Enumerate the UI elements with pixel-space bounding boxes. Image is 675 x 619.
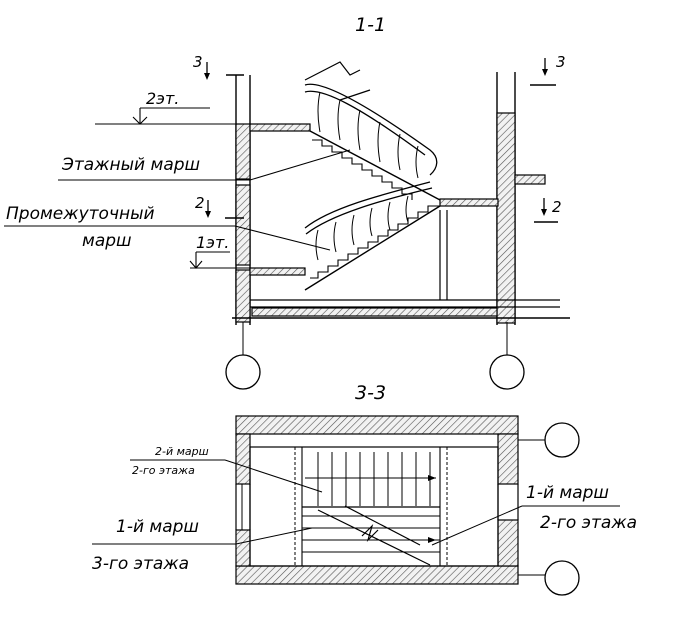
upper-flight	[304, 61, 441, 201]
cut-mark-3-left: 3	[193, 53, 244, 80]
intermediate-flight-label-2: марш	[82, 231, 132, 251]
label-right-line1: 1-й марш	[526, 483, 609, 503]
lower-flight	[304, 181, 441, 291]
label-top-callout: 2-й марш 2-го этажа	[130, 445, 323, 493]
cut-mark-2-right: 2	[534, 198, 562, 223]
landings	[249, 123, 499, 276]
cut-mark-2-left: 2	[195, 194, 244, 219]
cut-mark-3-right: 3	[530, 53, 566, 86]
axis-markers-top	[225, 322, 525, 390]
section-1-title: 1-1	[355, 14, 386, 36]
cut-2-left-label: 2	[195, 194, 205, 212]
cut-3-right-label: 3	[556, 53, 566, 71]
intermediate-flight-label-1: Промежуточный	[6, 204, 155, 224]
label-bottom-left-callout: 1-й марш 3-го этажа	[92, 517, 313, 574]
axis-markers-plan	[518, 422, 580, 596]
intermediate-flight-callout: Промежуточный марш	[4, 204, 331, 251]
floor-1-label: 1эт.	[196, 233, 229, 252]
stair-plan	[294, 447, 448, 566]
section-3-title: 3-3	[355, 382, 386, 404]
plan-walls	[235, 415, 519, 585]
cut-2-right-label: 2	[552, 198, 562, 216]
floor-1-level-mark: 1эт.	[189, 233, 250, 269]
floor-2-label: 2эт.	[146, 89, 179, 108]
label-top-line1: 2-й марш	[155, 445, 209, 458]
label-right-callout: 1-й марш 2-го этажа	[431, 483, 637, 546]
label-bottom-left-line1: 1-й марш	[116, 517, 199, 537]
right-wall	[496, 72, 546, 325]
left-wall	[235, 75, 251, 325]
ground-slab	[232, 210, 570, 319]
label-top-line2: 2-го этажа	[132, 464, 195, 477]
floor-flight-callout: Этажный марш	[58, 149, 351, 181]
floor-2-level-mark: 2эт.	[95, 89, 250, 125]
label-bottom-left-line2: 3-го этажа	[92, 554, 189, 574]
floor-flight-label: Этажный марш	[61, 155, 200, 175]
cut-3-left-label: 3	[193, 53, 203, 71]
label-right-line2: 2-го этажа	[540, 513, 637, 533]
